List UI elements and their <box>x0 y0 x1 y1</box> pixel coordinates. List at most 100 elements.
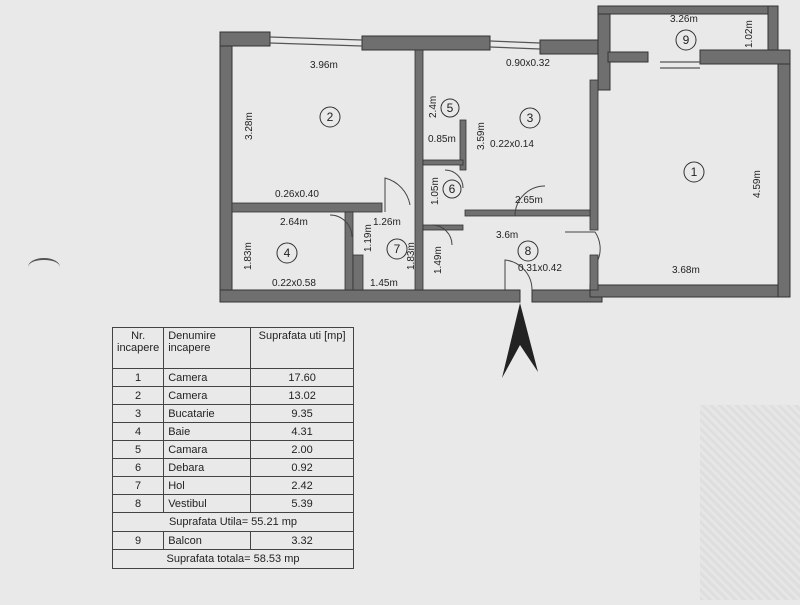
wall-r2-south <box>231 202 383 213</box>
room-4-number: 4 <box>284 246 291 260</box>
wall-r1-r8 <box>589 254 599 291</box>
dim-label: 0.31x0.42 <box>518 263 562 274</box>
grand-total: Suprafata totala= 58.53 mp <box>112 549 354 569</box>
dim-label: 1.49m <box>433 246 444 274</box>
north-arrow-icon <box>502 303 538 378</box>
wall-r5-east <box>459 119 467 171</box>
wall-balcony-west <box>597 9 611 91</box>
cell-area: 13.02 <box>250 386 354 405</box>
cell-name: Hol <box>163 476 252 495</box>
useful-total: Suprafata Utila= 55.21 mp <box>112 512 354 532</box>
wall-r3-r1 <box>589 79 599 231</box>
wall-north-2 <box>361 35 491 51</box>
dim-label: 0.22x0.14 <box>490 139 534 150</box>
cell-area: 3.32 <box>250 531 354 550</box>
wall-r4-r7 <box>344 211 354 291</box>
dim-label: 3.6m <box>496 230 518 241</box>
wall-r7-stub <box>352 254 364 291</box>
table-header-row: Nr. incapere Denumire incapere Suprafata… <box>111 327 354 369</box>
dim-label: 0.85m <box>428 134 456 145</box>
dim-label: 3.68m <box>672 265 700 276</box>
header-area: Suprafata uti [mp] <box>250 327 354 369</box>
room-area-table: Nr. incapere Denumire incapere Suprafata… <box>111 327 354 569</box>
room-6-number: 6 <box>449 182 456 196</box>
room-numbers: 1 2 3 4 5 6 7 8 9 <box>284 33 698 260</box>
wall-r6-south <box>422 224 464 231</box>
cell-nr: 4 <box>111 422 165 441</box>
room-3-number: 3 <box>527 111 534 125</box>
cell-name: Baie <box>163 422 252 441</box>
dim-label: 0.26x0.40 <box>275 189 319 200</box>
wall-east <box>777 57 791 298</box>
dim-label: 3.28m <box>244 112 255 140</box>
dim-label: 1.83m <box>406 242 417 270</box>
scribble-mark <box>28 258 60 276</box>
room-number-markers <box>276 29 705 264</box>
wall-r3-south <box>464 209 591 217</box>
dim-label: 1.83m <box>243 242 254 270</box>
header-name: Denumire incapere <box>163 327 252 369</box>
dim-label: 0.22x0.58 <box>272 278 316 289</box>
dim-label: 2.4m <box>428 96 439 118</box>
cell-name: Debara <box>163 458 252 477</box>
cell-name: Camera <box>163 368 252 387</box>
outer-walls <box>219 5 791 303</box>
room-7-number: 7 <box>394 242 401 256</box>
dim-label: 1.26m <box>373 217 401 228</box>
wall-room1-north <box>699 49 791 65</box>
cell-area: 4.31 <box>250 422 354 441</box>
cell-area: 2.00 <box>250 440 354 459</box>
dim-label: 1.02m <box>744 20 755 48</box>
cell-name: Camara <box>163 440 252 459</box>
dim-label: 2.64m <box>280 217 308 228</box>
cell-area: 0.92 <box>250 458 354 477</box>
background-texture <box>700 405 800 600</box>
room-8-number: 8 <box>525 244 532 258</box>
wall-balcony-north <box>597 5 779 15</box>
cell-nr: 2 <box>111 386 165 405</box>
interior-walls <box>231 49 599 291</box>
cell-name: Balcon <box>163 531 252 550</box>
wall-balcony-east <box>767 5 779 51</box>
dim-label: 1.19m <box>363 224 374 252</box>
wall-south-right <box>589 284 791 298</box>
doors <box>329 169 601 291</box>
windows <box>269 36 700 69</box>
dim-label: 4.59m <box>752 170 763 198</box>
useful-total-row: Suprafata Utila= 55.21 mp <box>112 512 354 532</box>
cell-nr: 6 <box>111 458 165 477</box>
dim-label: 1.45m <box>370 278 398 289</box>
cell-nr: 1 <box>111 368 165 387</box>
cell-nr: 8 <box>111 494 165 513</box>
wall-r2-r3 <box>414 49 424 291</box>
wall-south-left <box>219 289 521 303</box>
cell-name: Vestibul <box>163 494 252 513</box>
dim-label: 2.65m <box>515 195 543 206</box>
dim-label: 1.05m <box>430 177 441 205</box>
room-9-number: 9 <box>683 33 690 47</box>
wall-north-1 <box>219 31 271 47</box>
header-nr: Nr. incapere <box>111 327 165 369</box>
cell-area: 5.39 <box>250 494 354 513</box>
cell-area: 17.60 <box>250 368 354 387</box>
dim-label: 3.59m <box>476 122 487 150</box>
room-2-number: 2 <box>327 110 334 124</box>
dim-label: 0.90x0.32 <box>506 58 550 69</box>
cell-name: Camera <box>163 386 252 405</box>
cell-nr: 5 <box>111 440 165 459</box>
dim-label: 3.26m <box>670 14 698 25</box>
cell-name: Bucatarie <box>163 404 252 423</box>
grand-total-row: Suprafata totala= 58.53 mp <box>112 549 354 569</box>
wall-west <box>219 31 233 303</box>
dim-label: 3.96m <box>310 60 338 71</box>
